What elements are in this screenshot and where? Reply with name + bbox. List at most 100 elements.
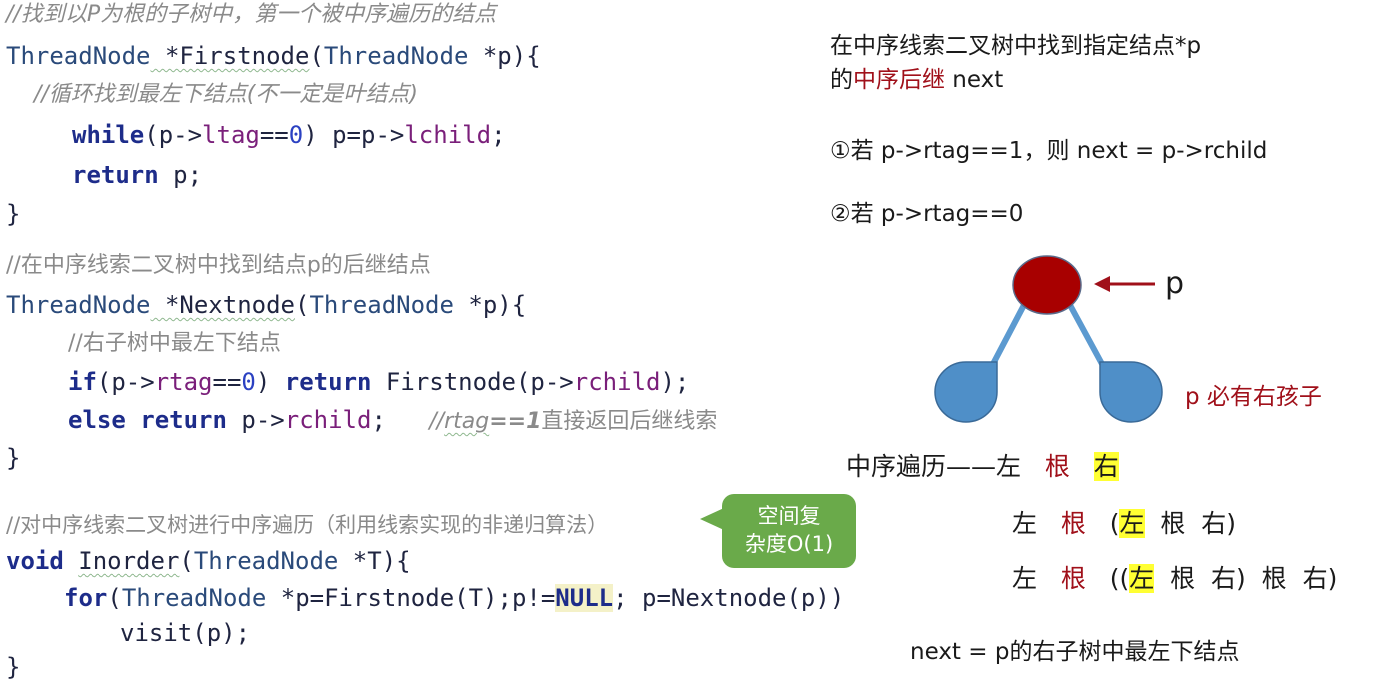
space-complexity-bubble: 空间复杂度O(1) (722, 494, 856, 568)
inorder-successor-label: 中序后继 (853, 67, 945, 93)
loop-comment: //循环找到最左下结点(不一定是叶结点) (6, 82, 418, 107)
row-tail: 根 右) 根 右) (1154, 564, 1338, 593)
function-name: *Firstnode (150, 42, 310, 70)
firstnode-signature: ThreadNode *Firstnode(ThreadNode *p){ (6, 41, 541, 71)
nextnode-signature: ThreadNode *Nextnode(ThreadNode *p){ (6, 290, 526, 320)
row-tail: 根 右) (1144, 509, 1237, 538)
while-line: while(p->ltag==0) p=p->lchild; (72, 120, 506, 150)
comment-token: 直接返回后继线索 (541, 409, 718, 434)
p-label: p (1165, 266, 1185, 301)
function-name: *Nextnode (150, 291, 295, 319)
right-edge (1067, 303, 1105, 366)
conclusion: next = p的右子树中最左下结点 (910, 639, 1240, 665)
type-name: ThreadNode (121, 584, 267, 612)
for-line: for(ThreadNode *p=Firstnode(T);p!=NULL; … (64, 583, 844, 613)
code-token: ) (255, 368, 285, 396)
number-literal: 0 (241, 368, 256, 396)
comment-token: ==1 (489, 409, 542, 434)
else-line: else return p->rchild; //rtag==1直接返回后继线索 (68, 405, 717, 437)
inorder-row-1: 中序遍历——左 根 右 (846, 447, 1119, 483)
field-rtag: rtag (154, 368, 213, 396)
null-literal: NULL (555, 584, 614, 612)
title-line-2: 的中序后继 next (830, 60, 1003, 94)
code-token: (p-> (144, 121, 203, 149)
text-token: next (945, 67, 1004, 93)
code-token: ; (371, 406, 430, 434)
paren: ( (179, 547, 194, 575)
code-token: p; (158, 161, 203, 189)
field-rchild: rchild (284, 406, 372, 434)
field-lchild: lchild (404, 121, 492, 149)
visit-line: visit(p); (120, 619, 251, 647)
code-token: == (212, 368, 242, 396)
code-token: Firstnode(p-> (371, 368, 574, 396)
inorder-label: 中序遍历——左 (846, 452, 1022, 481)
case-1: ①若 p->rtag==1，则 next = p->rchild (830, 138, 1268, 164)
param-type: ThreadNode (323, 42, 469, 70)
code-token: ; (491, 121, 506, 149)
right-token: 右 (1093, 452, 1119, 481)
code-token: (p-> (96, 368, 155, 396)
text-token: 的 (830, 67, 853, 93)
inorder-comment: //对中序线索二叉树进行中序遍历（利用线索实现的非递归算法） (6, 513, 609, 537)
left-token: 左 (1012, 509, 1038, 538)
return-keyword: return (284, 368, 372, 396)
right-subtree-comment: //右子树中最左下结点 (68, 331, 281, 356)
if-keyword: if (68, 368, 97, 396)
param-type: ThreadNode (309, 291, 454, 319)
left-token: 左 (1119, 509, 1145, 538)
while-keyword: while (72, 121, 145, 149)
comment-token: // (429, 409, 445, 434)
nextnode-comment: //在中序线索二叉树中找到结点p的后继结点 (6, 253, 431, 278)
return-line: return p; (72, 160, 202, 190)
code-token: ( (107, 584, 122, 612)
code-token: p-> (226, 406, 285, 434)
field-rchild: rchild (573, 368, 661, 396)
param: *p){ (468, 42, 541, 70)
left-subtree-node (934, 361, 998, 423)
left-token: 左 (1129, 564, 1155, 593)
has-right-child-note: p 必有右孩子 (1185, 384, 1322, 410)
root-token: 根 (1060, 564, 1086, 593)
code-token: ; p=Nextnode(p)) (613, 584, 845, 612)
void-keyword: void (6, 547, 64, 575)
title-line-1: 在中序线索二叉树中找到指定结点*p (830, 33, 1202, 59)
paren: ( (295, 291, 310, 319)
node-p (1012, 255, 1082, 315)
right-subtree-node (1099, 361, 1163, 423)
code-token: ) p=p-> (303, 121, 405, 149)
left-edge (990, 303, 1027, 366)
close-brace: } (6, 444, 21, 472)
for-keyword: for (64, 584, 108, 612)
pointer-arrow-head (1094, 276, 1110, 292)
param: *p){ (453, 291, 527, 319)
close-brace: } (6, 653, 21, 681)
root-token: 根 (1044, 452, 1070, 481)
close-brace: } (6, 200, 21, 228)
left-token: 左 (1012, 564, 1038, 593)
case-2: ②若 p->rtag==0 (830, 201, 1024, 227)
paren-token: (( (1109, 564, 1130, 593)
return-keyword: return (72, 161, 159, 189)
function-name: Inorder (78, 547, 180, 575)
code-token: ); (660, 368, 690, 396)
paren: ( (309, 42, 324, 70)
comment-token: rtag (444, 409, 490, 434)
root-token: 根 (1060, 509, 1086, 538)
number-literal: 0 (288, 121, 304, 149)
inorder-row-2: 左 根 (左 根 右) (1012, 504, 1236, 540)
type-name: ThreadNode (6, 291, 151, 319)
else-return-keyword: else return (68, 406, 227, 434)
inorder-signature: void Inorder(ThreadNode *T){ (6, 546, 411, 576)
code-token: *p=Firstnode(T);p!= (266, 584, 556, 612)
param: *T){ (338, 547, 411, 575)
type-name: ThreadNode (6, 42, 151, 70)
code-token: == (259, 121, 289, 149)
inorder-row-3: 左 根 ((左 根 右) 根 右) (1012, 559, 1337, 595)
param-type: ThreadNode (193, 547, 339, 575)
paren-token: ( (1109, 509, 1120, 538)
firstnode-comment: //找到以P为根的子树中，第一个被中序遍历的结点 (6, 2, 497, 27)
field-ltag: ltag (202, 121, 260, 149)
